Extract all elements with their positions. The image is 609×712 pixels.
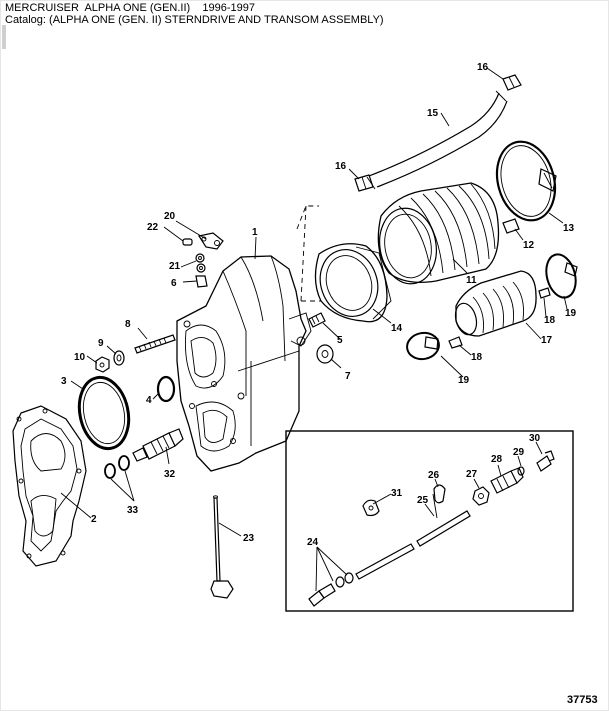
fitting-part-30[interactable] <box>536 450 555 472</box>
connector-part-24[interactable] <box>308 572 354 607</box>
gasket-part-2[interactable] <box>12 405 87 567</box>
callout-8: 8 <box>125 319 131 330</box>
fitting-part-28[interactable] <box>490 467 524 494</box>
clip-part-18b[interactable] <box>448 336 463 349</box>
washer-part-22[interactable] <box>182 238 193 246</box>
plug-part-5[interactable] <box>308 312 326 328</box>
exhaust-ring-part-14[interactable] <box>311 241 392 324</box>
callout-21: 21 <box>169 261 181 272</box>
clip-part-12[interactable] <box>502 218 520 234</box>
catalog-header: MERCRUISER ALPHA ONE (GEN.II) 1996-1997 … <box>5 2 384 26</box>
callout-16a: 16 <box>477 62 489 73</box>
callout-9: 9 <box>98 338 104 349</box>
callout-32: 32 <box>164 469 176 480</box>
callout-30: 30 <box>529 433 541 444</box>
hose-clamp-part-16a[interactable] <box>502 74 522 91</box>
scrollbar[interactable] <box>2 25 6 49</box>
hose-part-15[interactable] <box>366 90 508 190</box>
callout-29: 29 <box>513 447 525 458</box>
washer-part-7[interactable] <box>316 344 334 364</box>
callout-16b: 16 <box>335 161 347 172</box>
callout-11: 11 <box>466 275 477 286</box>
nut-part-21[interactable] <box>195 253 206 273</box>
callout-14: 14 <box>391 323 403 334</box>
figure-number: 37753 <box>567 694 598 706</box>
o-ring-part-4[interactable] <box>156 375 176 403</box>
callout-19b: 19 <box>458 375 470 386</box>
clip-part-18a[interactable] <box>538 287 551 299</box>
o-ring-part-29[interactable] <box>517 466 525 476</box>
callout-1: 1 <box>252 227 258 238</box>
callout-26: 26 <box>428 470 440 481</box>
callout-labels: 1 2 3 4 5 6 7 8 9 10 11 12 13 14 15 16 1… <box>61 62 598 706</box>
model-title: MERCRUISER ALPHA ONE (GEN.II) 1996-1997 <box>5 2 256 14</box>
hose-clamp-part-16b[interactable] <box>354 174 374 192</box>
tube-part-23[interactable] <box>210 495 234 599</box>
callout-28: 28 <box>491 454 503 465</box>
callout-3: 3 <box>61 376 67 387</box>
o-ring-part-3[interactable] <box>73 373 135 453</box>
u-joint-bellows-part-17[interactable] <box>452 270 537 337</box>
o-rings-part-33[interactable] <box>104 455 130 479</box>
callout-5: 5 <box>337 335 343 346</box>
ground-strap-part-20[interactable] <box>198 232 224 250</box>
bellows-part-11[interactable] <box>374 182 500 288</box>
callout-17: 17 <box>541 335 553 346</box>
callout-33: 33 <box>127 505 139 516</box>
stud-part-8[interactable] <box>134 334 176 354</box>
nut-part-27[interactable] <box>472 486 490 506</box>
screw-part-6[interactable] <box>195 275 208 288</box>
catalog-title: Catalog: (ALPHA ONE (GEN. II) STERNDRIVE… <box>5 14 384 26</box>
callout-13: 13 <box>563 223 575 234</box>
callout-15: 15 <box>427 108 439 119</box>
callout-19a: 19 <box>565 308 577 319</box>
callout-25: 25 <box>417 495 429 506</box>
callout-12: 12 <box>523 240 535 251</box>
callout-4: 4 <box>146 395 152 406</box>
washer-part-9[interactable] <box>113 350 125 366</box>
gimbal-housing-part-1[interactable] <box>176 255 312 472</box>
callout-6: 6 <box>171 278 177 289</box>
inset-box <box>285 430 574 612</box>
callout-18a: 18 <box>544 315 556 326</box>
callout-20: 20 <box>164 211 176 222</box>
nut-part-10[interactable] <box>95 356 110 373</box>
water-fitting-part-32[interactable] <box>132 428 184 462</box>
callout-18b: 18 <box>471 352 483 363</box>
callout-7: 7 <box>345 371 351 382</box>
callout-24: 24 <box>307 537 319 548</box>
leader-lines <box>60 67 568 592</box>
callout-2: 2 <box>91 514 97 525</box>
callout-31: 31 <box>391 488 403 499</box>
hose-clamp-part-19a[interactable] <box>542 251 580 301</box>
callout-22: 22 <box>147 222 159 233</box>
hose-clamp-part-19b[interactable] <box>405 330 441 361</box>
clamp-part-26[interactable] <box>433 484 446 504</box>
callout-23: 23 <box>243 533 255 544</box>
callout-10: 10 <box>74 352 86 363</box>
water-tube-part-25[interactable] <box>355 493 471 580</box>
hose-clamp-part-13[interactable] <box>489 135 564 227</box>
clip-part-31[interactable] <box>362 499 380 517</box>
callout-27: 27 <box>466 469 478 480</box>
